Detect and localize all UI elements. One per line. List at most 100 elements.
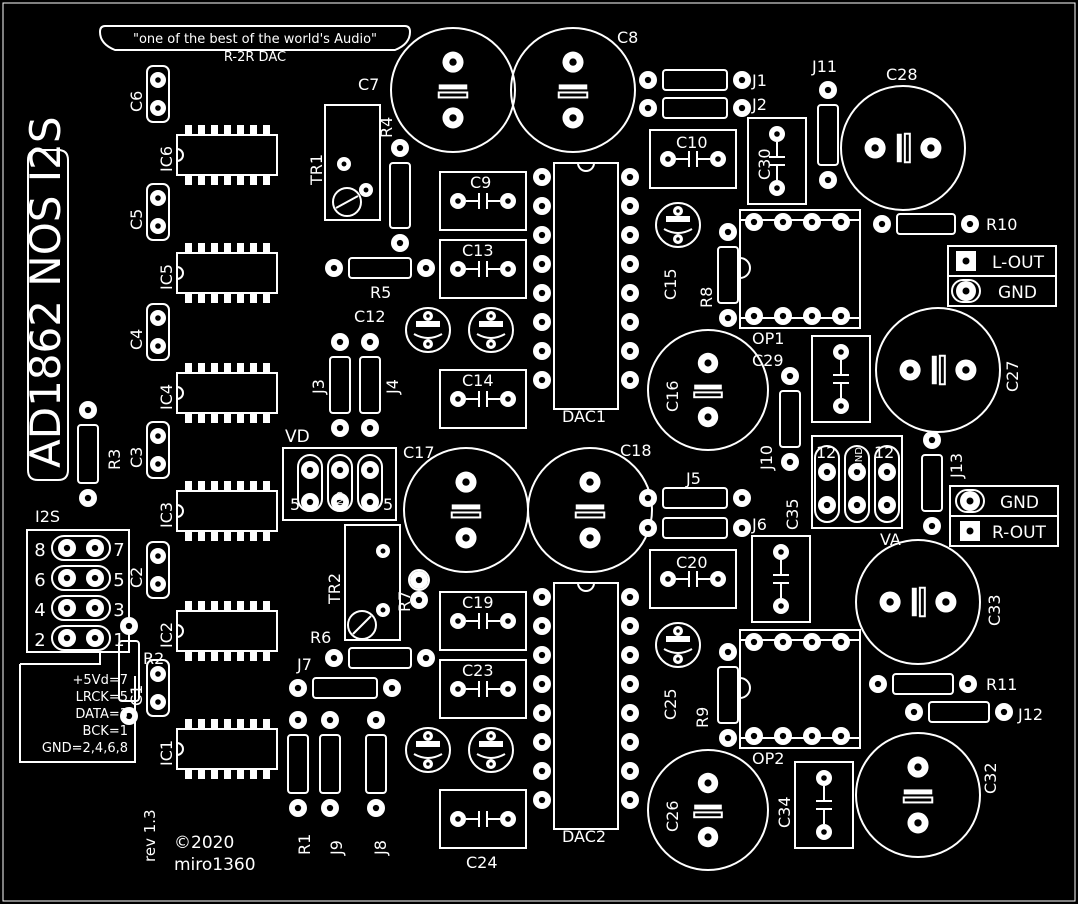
pad-hole <box>380 548 386 554</box>
label-c3: C3 <box>127 447 146 468</box>
pad-hole <box>738 76 746 84</box>
label-c30: C30 <box>755 148 774 180</box>
i2s-header <box>26 529 130 653</box>
va-pin <box>814 445 840 523</box>
label-c4: C4 <box>127 329 146 350</box>
pad-hole <box>336 498 344 506</box>
label-j3: J3 <box>309 379 328 395</box>
label-tr2: TR2 <box>325 573 344 605</box>
jumper-j13 <box>921 454 943 512</box>
resistor-r5 <box>348 257 412 279</box>
va-pin <box>874 445 900 523</box>
i2s-pin-label: 5 <box>113 570 124 591</box>
pad-hole <box>750 638 758 646</box>
ic-pin <box>224 293 231 303</box>
ic-pin <box>250 719 257 729</box>
pad-hole <box>538 622 546 630</box>
label-ic3: IC3 <box>157 502 176 528</box>
ic-pin <box>250 531 257 541</box>
ic-pin <box>224 481 231 491</box>
pad-hole <box>306 498 314 506</box>
label-op2: OP2 <box>752 749 784 768</box>
capacitor-c27 <box>875 307 1001 433</box>
pad-hole <box>326 716 334 724</box>
i2s-pin-label: 2 <box>34 630 45 651</box>
elco-plate <box>694 804 722 810</box>
pad-hole <box>155 223 161 229</box>
pad-hole <box>626 231 634 239</box>
pad-hole <box>750 732 758 740</box>
label-j4: J4 <box>383 379 402 395</box>
elco-plate <box>413 333 443 339</box>
label-tr1: TR1 <box>307 154 326 186</box>
capacitor-c9 <box>439 171 527 231</box>
ic-pin <box>237 719 244 729</box>
pad-hole <box>380 607 386 613</box>
capacitor-c15 <box>655 202 701 248</box>
trimmer-tr1 <box>324 104 381 221</box>
label-c34: C34 <box>775 796 794 828</box>
capacitor-c19 <box>439 591 527 651</box>
pad-hole <box>824 86 832 94</box>
elco-plate <box>558 84 588 90</box>
pad-hole <box>823 468 831 476</box>
jumper-j6 <box>662 517 728 539</box>
capacitor-c16 <box>647 329 769 451</box>
jumper-j1 <box>662 69 728 91</box>
pad-hole <box>837 732 845 740</box>
ic-pin <box>185 481 192 491</box>
label-j6: J6 <box>751 515 767 534</box>
dip-notch <box>739 257 751 279</box>
pad-hole <box>366 466 374 474</box>
pad-hole <box>538 709 546 717</box>
i2s-legend-line: GND=2,4,6,8 <box>42 741 128 756</box>
ic-pin <box>198 413 205 423</box>
capacitor-c12b <box>468 307 514 353</box>
pad-hole <box>538 173 546 181</box>
va-pin-label: GND <box>854 447 865 470</box>
dip-body <box>739 639 861 739</box>
elco-plate <box>557 91 589 99</box>
i2s-label: I2S <box>35 507 60 526</box>
banner-frame <box>98 25 412 51</box>
pad-hole <box>966 220 974 228</box>
ic-pin <box>185 175 192 185</box>
ic-pin <box>185 651 192 661</box>
pad-hole <box>838 403 844 409</box>
label-r2: R2 <box>143 649 164 668</box>
pad-hole <box>837 312 845 320</box>
pad-hole <box>874 680 882 688</box>
ic-pin <box>198 363 205 373</box>
ic-pin <box>185 719 192 729</box>
label-c2: C2 <box>127 567 146 588</box>
pad-hole <box>155 315 161 321</box>
elco-plate <box>918 586 926 618</box>
pad-hole <box>704 413 712 421</box>
banner-quote: "one of the best of the world's Audio" <box>133 32 377 47</box>
pad-hole <box>462 534 470 542</box>
label-ic6: IC6 <box>157 146 176 172</box>
connector-vd <box>282 447 397 521</box>
elco-plate <box>903 132 911 164</box>
elco-plate <box>479 321 503 327</box>
ic-pin <box>211 719 218 729</box>
pad-hole <box>786 458 794 466</box>
ic-pin <box>211 363 218 373</box>
pad-hole <box>455 198 461 204</box>
pad-hole <box>824 176 832 184</box>
ic-pin <box>198 601 205 611</box>
pad-hole <box>774 185 780 191</box>
label-j5: J5 <box>685 469 701 488</box>
elco-plate <box>693 811 723 819</box>
trimmer-knob <box>332 187 362 217</box>
capacitor-c14 <box>439 369 527 429</box>
pad-hole <box>366 498 374 506</box>
label-c35: C35 <box>783 498 802 530</box>
pad-hole <box>341 161 347 167</box>
pad-hole <box>396 144 404 152</box>
ic-pin <box>198 125 205 135</box>
pad-hole <box>91 604 99 612</box>
resistor-r4 <box>389 162 411 229</box>
ic-pin <box>263 651 270 661</box>
